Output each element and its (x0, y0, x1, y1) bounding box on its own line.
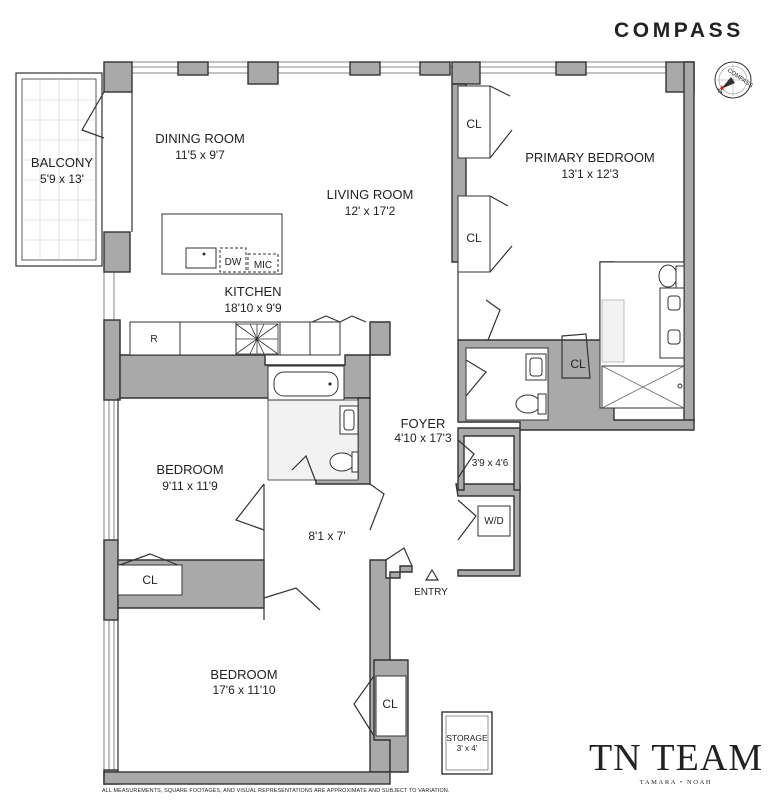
hall-doors (235, 483, 413, 611)
tn-team-logo: TN TEAM (589, 737, 763, 779)
dining-room-dims: 11'5 x 9'7 (175, 148, 225, 162)
compass-logo: COMPASS (614, 19, 744, 42)
hall-dims: 8'1 x 7' (308, 529, 345, 543)
foyer-dims: 4'10 x 17'3 (394, 431, 452, 445)
small-closet-dims: 3'9 x 4'6 (472, 458, 509, 469)
kitchen-fixtures (129, 213, 367, 356)
bedroom2-closet (353, 675, 407, 737)
compass-north-marker: N (718, 89, 722, 95)
kitchen-name: KITCHEN (224, 284, 281, 299)
bedroom1-name: BEDROOM (156, 462, 223, 477)
primary-bedroom-name: PRIMARY BEDROOM (525, 150, 655, 165)
storage-unit (441, 711, 493, 775)
dishwasher-label: DW (225, 257, 242, 268)
washer-dryer-label: W/D (484, 516, 503, 527)
kitchen-dims: 18'10 x 9'9 (224, 301, 282, 315)
bedroom2-dims: 17'6 x 11'10 (212, 683, 275, 697)
primary-bathroom (561, 261, 685, 409)
bedroom2-name: BEDROOM (210, 667, 277, 682)
bedroom1-dims: 9'11 x 11'9 (162, 479, 218, 493)
closet-label-5: CL (382, 697, 398, 711)
closet-label-4: CL (142, 573, 158, 587)
balcony-door (81, 91, 105, 139)
balcony-name: BALCONY (31, 155, 93, 170)
storage-name: STORAGE (446, 733, 488, 743)
hall-bathroom (267, 365, 359, 483)
balcony-area (15, 72, 103, 267)
storage-dims: 3' x 4' (457, 744, 478, 753)
washer-dryer (457, 439, 511, 541)
microwave-label: MIC (254, 260, 272, 271)
closet-label-3: CL (570, 357, 586, 371)
dining-room-name: DINING ROOM (155, 131, 245, 146)
disclaimer-text: ALL MEASUREMENTS, SQUARE FOOTAGES, AND V… (102, 788, 450, 794)
balcony-dims: 5'9 x 13' (40, 172, 84, 186)
tn-team-subtitle: TAMARA • NOAH (640, 779, 712, 786)
bedroom1-closet (117, 553, 183, 596)
living-room-name: LIVING ROOM (327, 187, 414, 202)
powder-room (465, 347, 549, 421)
closet-label-1: CL (466, 117, 482, 131)
closet-label-2: CL (466, 231, 482, 245)
refrigerator-label: R (150, 334, 157, 345)
entry-arrow-icon (424, 568, 440, 581)
compass-rose-icon: COMPASS N (714, 61, 754, 99)
primary-bedroom-dims: 13'1 x 12'3 (561, 167, 619, 181)
primary-closets (457, 85, 513, 341)
foyer-name: FOYER (401, 416, 446, 431)
entry-label: ENTRY (414, 587, 448, 598)
living-room-dims: 12' x 17'2 (345, 204, 396, 218)
